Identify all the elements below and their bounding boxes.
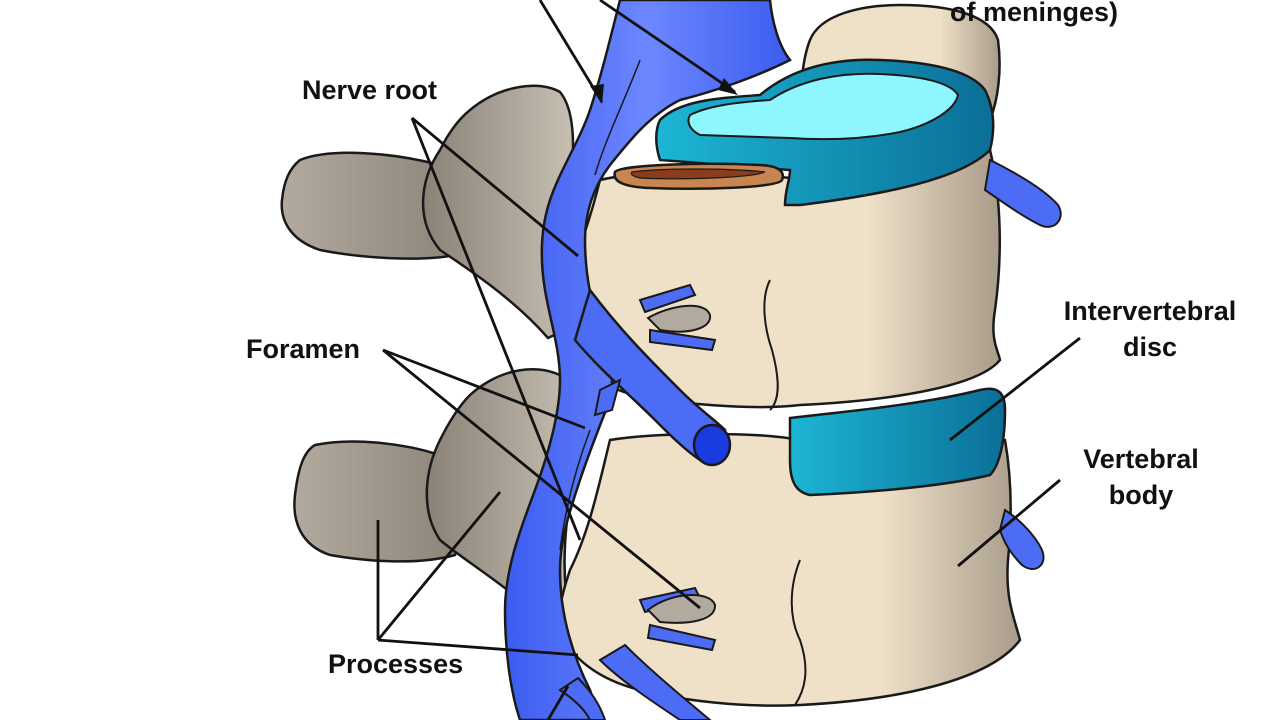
vertebral-body-label-line2: body bbox=[1108, 480, 1174, 510]
spinal-canal-inner bbox=[630, 168, 766, 180]
upper-disc-top bbox=[687, 72, 960, 141]
right-nerve-branch-upper bbox=[983, 158, 1062, 228]
spinal-cord-highlight bbox=[559, 59, 641, 551]
nerve-root-cut-end bbox=[692, 423, 732, 467]
intervertebral-disc bbox=[788, 387, 1007, 497]
foramen-label-text: Foramen bbox=[246, 334, 361, 364]
meninges-label: of meninges) bbox=[950, 0, 1118, 30]
right-nerve-branch-lower bbox=[998, 508, 1045, 570]
processes-label: Processes bbox=[328, 646, 463, 682]
processes-label-text: Processes bbox=[328, 649, 464, 679]
nerve-root-label-text: Nerve root bbox=[302, 75, 438, 105]
spinal-cord bbox=[503, 0, 792, 720]
pointer-lines bbox=[376, 0, 1081, 720]
pointer-arrowheads bbox=[590, 78, 738, 104]
middle-body-contour bbox=[763, 279, 779, 411]
meninges-label-text: of meninges) bbox=[950, 0, 1119, 27]
foramen-opening-upper bbox=[646, 304, 712, 333]
lower-nerve-branches bbox=[558, 643, 712, 720]
foramen-opening-lower bbox=[646, 594, 717, 624]
lower-body-contour bbox=[790, 559, 807, 706]
nerve-root-label: Nerve root bbox=[302, 72, 437, 108]
intervertebral-disc-label: Intervertebral disc bbox=[1050, 293, 1250, 365]
upper-transverse-process bbox=[280, 151, 472, 260]
upper-rootlets bbox=[638, 283, 717, 352]
lower-transverse-process bbox=[293, 440, 472, 563]
foramen-label: Foramen bbox=[246, 331, 360, 367]
vertebral-body-label: Vertebral body bbox=[1066, 441, 1216, 513]
intervertebral-disc-label-line1: Intervertebral bbox=[1063, 296, 1237, 326]
intervertebral-disc-label-line2: disc bbox=[1122, 332, 1178, 362]
vertebral-body-label-line1: Vertebral bbox=[1083, 444, 1199, 474]
